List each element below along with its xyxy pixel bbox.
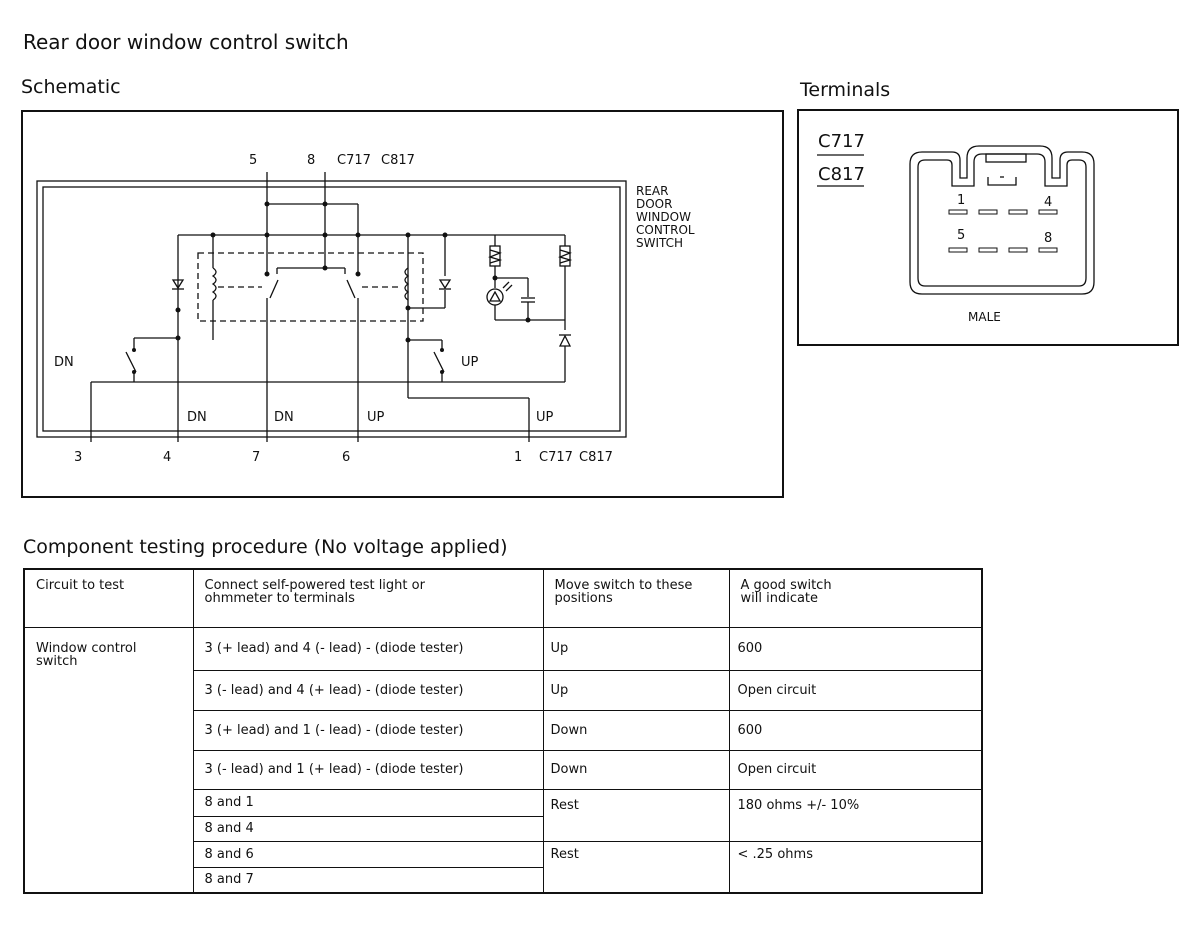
connect-cell: 3 (+ lead) and 4 (- lead) - (diode teste… [192, 626, 544, 671]
up-label-pin1: UP [536, 410, 554, 425]
dn-label-pin7: DN [274, 410, 294, 425]
bottom-connector-c717: C717 [539, 450, 573, 465]
connect-cell: 8 and 6 [192, 840, 544, 868]
position-cell: Rest [542, 840, 730, 894]
terminal-pin-4: 4 [1044, 195, 1052, 210]
table-row: 8 and 7 [24, 866, 982, 894]
terminals-diagram: C717 C817 1 4 5 8 MALE [797, 109, 1179, 346]
terminal-pin-8: 8 [1044, 231, 1052, 246]
schematic-diagram: 5 8 C717 C817 REAR DOOR WINDOW CONTROL S… [21, 110, 784, 498]
connector-c717: C717 [818, 131, 865, 152]
position-cell: Rest [542, 788, 730, 842]
connect-cell: 8 and 1 [192, 788, 544, 817]
bottom-connector-c817: C817 [579, 450, 613, 465]
header-circuit: Circuit to test [23, 568, 194, 628]
position-cell: Up [542, 626, 730, 671]
connect-cell: 3 (- lead) and 4 (+ lead) - (diode teste… [192, 669, 544, 711]
table-row: 8 and 1 Rest 180 ohms +/- 10% [24, 788, 983, 842]
result-cell: 180 ohms +/- 10% [728, 788, 983, 842]
connect-cell: 3 (+ lead) and 1 (- lead) - (diode teste… [192, 709, 544, 751]
terminals-title: Terminals [800, 79, 891, 101]
connect-cell: 8 and 4 [192, 815, 544, 842]
testing-procedure-title: Component testing procedure (No voltage … [23, 536, 508, 558]
table-row: 3 (- lead) and 1 (+ lead) - (diode teste… [24, 749, 983, 790]
bottom-pin-7: 7 [252, 450, 260, 465]
position-cell: Down [542, 709, 730, 751]
top-connector-c817: C817 [381, 153, 415, 168]
table-header-row: Circuit to test Connect self-powered tes… [23, 568, 983, 628]
result-cell: Open circuit [728, 749, 983, 790]
svg-text:CONTROL: CONTROL [636, 223, 695, 237]
top-pin-8: 8 [307, 153, 315, 168]
result-cell: 600 [728, 626, 983, 671]
testing-procedure-table: Circuit to test Connect self-powered tes… [23, 568, 983, 894]
page-title: Rear door window control switch [23, 30, 349, 54]
position-cell: Down [542, 749, 730, 790]
connect-cell: 8 and 7 [192, 866, 544, 894]
table-row: 3 (- lead) and 4 (+ lead) - (diode teste… [24, 669, 983, 711]
bottom-pin-3: 3 [74, 450, 82, 465]
up-switch-label: UP [461, 355, 479, 370]
result-cell: 600 [728, 709, 983, 751]
dn-switch-label: DN [54, 355, 74, 370]
top-connector-c717: C717 [337, 153, 371, 168]
svg-text:WINDOW: WINDOW [636, 210, 691, 224]
terminal-pin-5: 5 [957, 228, 965, 243]
up-label-pin6: UP [367, 410, 385, 425]
bottom-pin-1: 1 [514, 450, 522, 465]
terminal-pin-1: 1 [957, 193, 965, 208]
svg-text:REAR: REAR [636, 184, 668, 198]
top-pin-5: 5 [249, 153, 257, 168]
svg-text:SWITCH: SWITCH [636, 236, 683, 250]
switch-name-label: REAR DOOR WINDOW CONTROL SWITCH [636, 184, 695, 250]
bottom-pin-6: 6 [342, 450, 350, 465]
table-row: 3 (+ lead) and 1 (- lead) - (diode teste… [24, 709, 983, 751]
table-row: 8 and 6 Rest < .25 ohms [24, 840, 983, 894]
bottom-pin-4: 4 [163, 450, 171, 465]
dn-label-pin4: DN [187, 410, 207, 425]
schematic-title: Schematic [21, 76, 121, 98]
result-cell: Open circuit [728, 669, 983, 711]
terminal-gender-label: MALE [968, 310, 1001, 324]
position-cell: Up [542, 669, 730, 711]
connect-cell: 3 (- lead) and 1 (+ lead) - (diode teste… [192, 749, 544, 790]
connector-c817: C817 [818, 164, 865, 185]
result-cell: < .25 ohms [728, 840, 983, 894]
svg-text:DOOR: DOOR [636, 197, 672, 211]
